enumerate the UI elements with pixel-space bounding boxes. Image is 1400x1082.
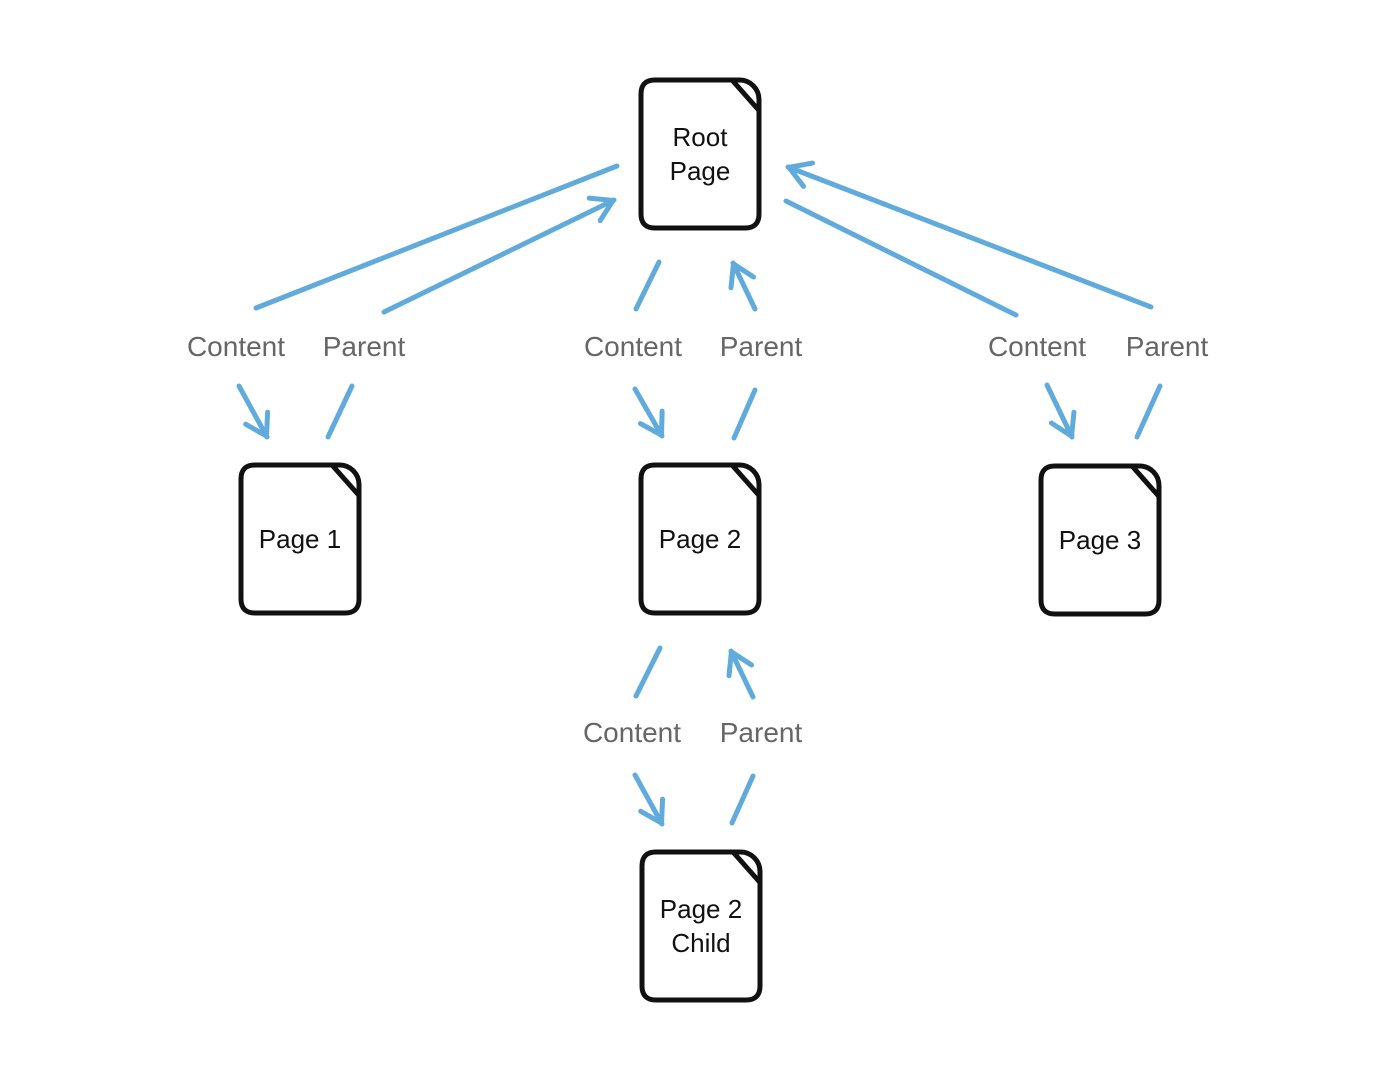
arrow-root-page1-content-head — [236, 383, 271, 440]
node-page-2: Page 2 — [638, 462, 762, 616]
relation-label-parent-child-page2: Parent — [719, 717, 803, 748]
relation-label-content-root-page1: Content — [186, 331, 286, 362]
document-icon — [639, 849, 763, 1003]
relation-label-parent-page2-root: Parent — [719, 331, 803, 362]
node-label-root-page: Root Page — [669, 122, 731, 186]
arrow-page1-root-parent-head — [381, 195, 617, 315]
arrow-page2-child-content-head — [632, 772, 666, 827]
arrow-page2-root-parent-head — [728, 260, 758, 312]
node-label-page-2-child: Page 2 Child — [659, 894, 743, 958]
document-icon — [638, 77, 762, 231]
node-root-page: Root Page — [638, 77, 762, 231]
node-page-1: Page 1 — [238, 462, 362, 616]
arrow-child-page2-parent-head — [726, 648, 756, 700]
arrow-child-page2-parent-line — [729, 773, 756, 826]
document-icon — [638, 462, 762, 616]
arrow-root-page2-content-head — [632, 386, 665, 439]
arrow-root-page2-content-line — [633, 259, 662, 312]
document-icon — [238, 462, 362, 616]
node-page-3: Page 3 — [1038, 463, 1162, 617]
node-label-page-1: Page 1 — [258, 524, 342, 554]
arrow-page3-root-parent-head — [785, 160, 1154, 310]
arrow-page1-root-parent-line — [325, 383, 355, 440]
arrow-group — [236, 160, 1163, 827]
relation-label-parent-page3-root: Parent — [1125, 331, 1209, 362]
relation-label-content-root-page2: Content — [583, 331, 683, 362]
arrow-root-page1-content-line — [253, 163, 620, 311]
arrow-page2-root-parent-line — [731, 387, 758, 441]
arrow-page2-child-content-line — [633, 645, 663, 699]
node-label-page-2: Page 2 — [658, 524, 742, 554]
node-page-2-child: Page 2 Child — [639, 849, 763, 1003]
arrow-root-page3-content-line — [783, 198, 1019, 318]
document-icon — [1038, 463, 1162, 617]
relation-label-parent-page1-root: Parent — [322, 331, 406, 362]
node-label-page-3: Page 3 — [1058, 525, 1142, 555]
relation-label-content-page2-child: Content — [582, 717, 682, 748]
relation-label-content-root-page3: Content — [987, 331, 1087, 362]
arrow-page3-root-parent-line — [1134, 383, 1163, 440]
arrow-root-page3-content-head — [1044, 382, 1077, 440]
